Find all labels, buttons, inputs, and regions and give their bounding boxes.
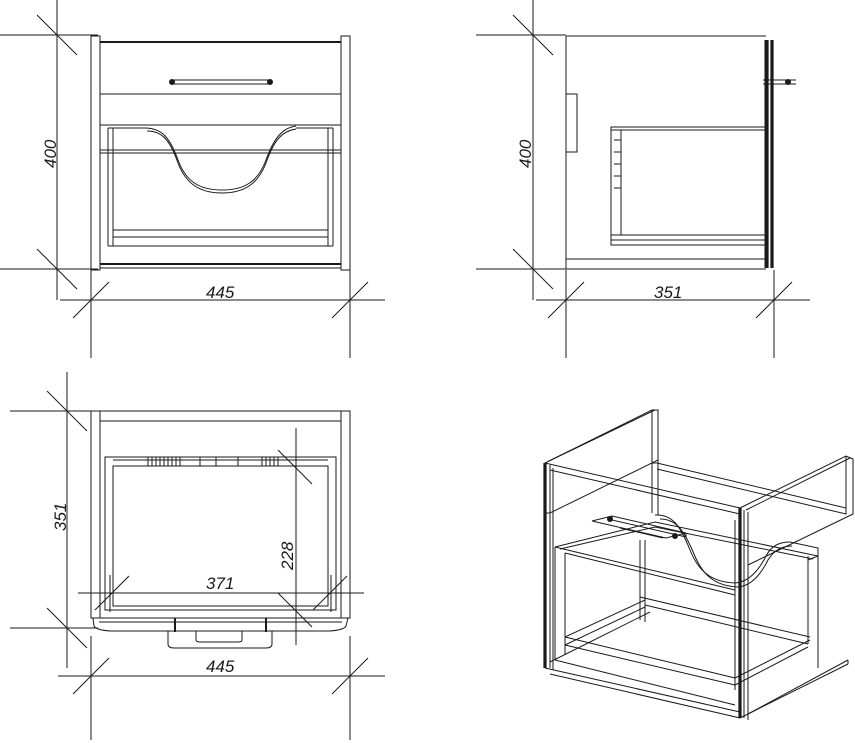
iso-handle-knob-left-icon [607,516,613,522]
side-handle-knob-icon [785,79,791,85]
front-view: 400 445 [0,0,385,358]
top-width-label: 445 [206,657,235,676]
top-depth-label: 351 [51,503,70,531]
handle-knob-left-icon [169,79,175,85]
isometric-view [543,409,854,720]
top-inner-width-label: 371 [206,574,234,593]
side-view: 400 351 [476,0,810,358]
front-width-label: 445 [206,283,235,302]
basket-slats [147,457,279,466]
side-depth-label: 351 [654,283,682,302]
top-view: 351 228 371 445 [10,372,385,740]
iso-handle-knob-right-icon [672,533,678,539]
top-inner-depth-label: 228 [278,541,297,571]
front-height-label: 400 [41,139,60,168]
handle-knob-right-icon [267,79,273,85]
side-height-label: 400 [516,139,535,168]
